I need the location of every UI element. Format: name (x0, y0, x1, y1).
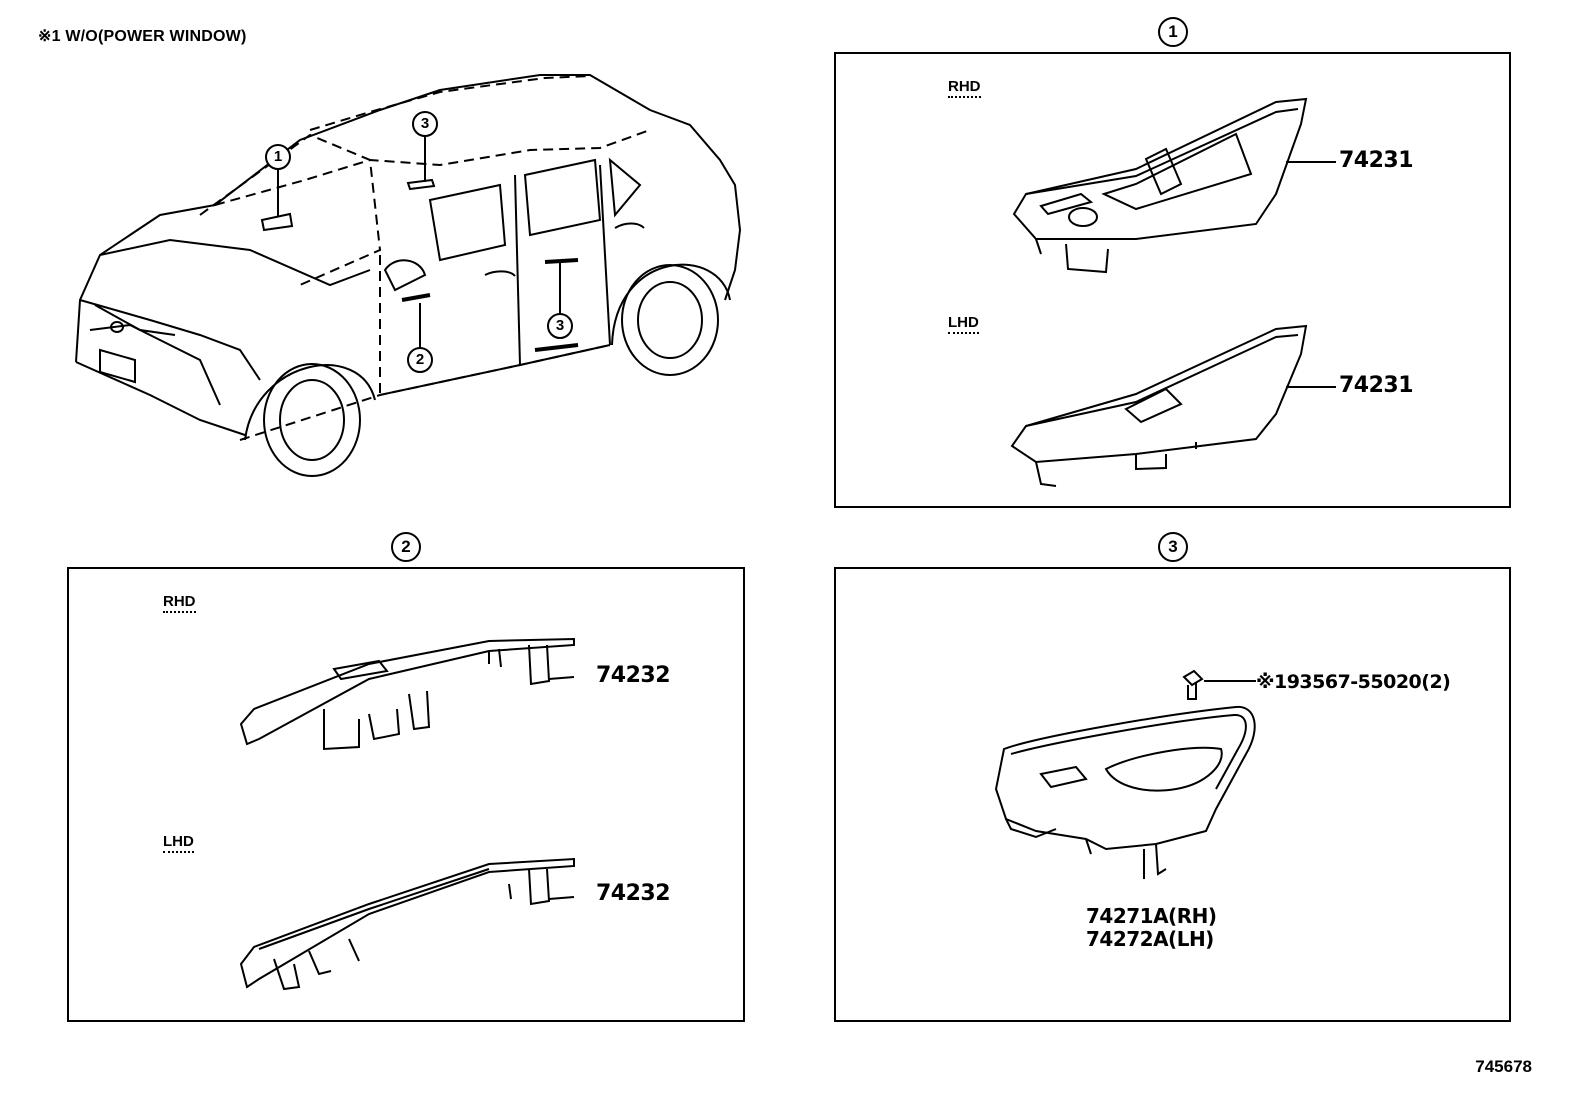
panel2-lhd-label: LHD (163, 833, 194, 853)
panel1-marker: 1 (1158, 17, 1188, 47)
panel1-drawing-lhd (1010, 324, 1336, 487)
panel1-lhd-label: LHD (948, 314, 979, 334)
panel1-rhd-label: RHD (948, 78, 981, 98)
car-illustration (75, 74, 742, 477)
panel3-part-number-rh: 74271A(RH) (1086, 904, 1217, 928)
panel2-lhd-part-number: 74232 (596, 881, 671, 906)
header-note: ※1 W/O(POWER WINDOW) (38, 28, 247, 45)
panel1-drawing (1012, 97, 1336, 274)
panel3-part-number-lh: 74272A(LH) (1086, 927, 1214, 951)
car-callout-3-upper: 3 (412, 111, 438, 137)
car-callout-1: 1 (265, 144, 291, 170)
panel1-lhd-part-number: 74231 (1339, 373, 1414, 398)
panel2-marker: 2 (391, 532, 421, 562)
panel1: RHD LHD 74231 74231 (834, 52, 1511, 508)
figure-id: 745678 (1475, 1057, 1532, 1076)
panel2-rhd-part-number: 74232 (596, 663, 671, 688)
panel3: ※193567-55020(2) 74271A(RH) 74272A(LH) (834, 567, 1511, 1022)
panel2-rhd-label: RHD (163, 593, 196, 613)
panel2: RHD LHD 74232 74232 (67, 567, 745, 1022)
panel1-rhd-part-number: 74231 (1339, 148, 1414, 173)
panel2-drawing (239, 637, 575, 991)
panel3-drawing (994, 669, 1256, 879)
car-callout-3-lower: 3 (547, 313, 573, 339)
panel3-marker: 3 (1158, 532, 1188, 562)
panel3-screw-part-number: ※193567-55020(2) (1256, 671, 1451, 693)
car-callout-2: 2 (407, 347, 433, 373)
